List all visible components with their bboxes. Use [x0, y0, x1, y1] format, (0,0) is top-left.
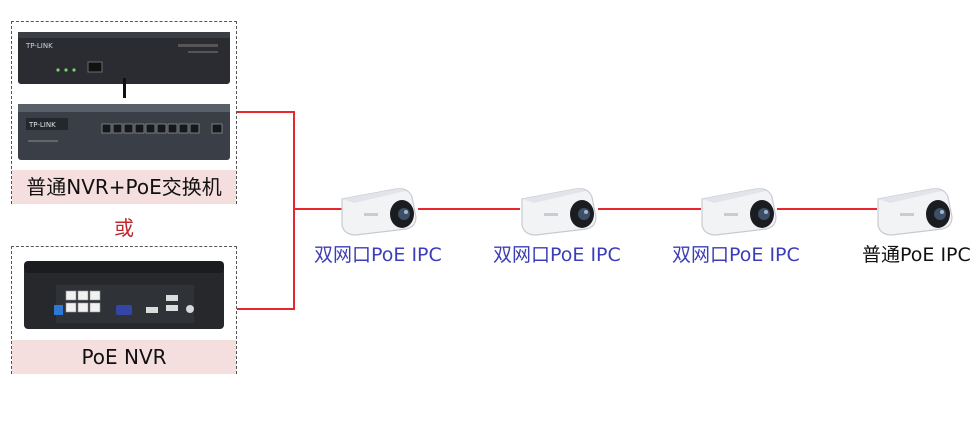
camera-label-2: 双网口PoE IPC [493, 244, 621, 266]
nvr-switch-connector [123, 78, 126, 98]
link-camera-1-2 [418, 208, 520, 210]
link-camera-2-3 [598, 208, 701, 210]
link-vertical-bus [293, 111, 295, 310]
poe-nvr-label: PoE NVR [12, 340, 236, 374]
link-bottom-horizontal [237, 308, 295, 310]
link-camera-3-4 [777, 208, 877, 210]
poe-switch-icon: TP-LINK [18, 104, 230, 160]
bullet-camera-icon [701, 188, 777, 236]
camera-label-4: 普通PoE IPC [862, 244, 971, 266]
camera-label-1: 双网口PoE IPC [314, 244, 442, 266]
or-text: 或 [114, 216, 134, 240]
bullet-camera-icon [341, 188, 417, 236]
camera-label-3: 双网口PoE IPC [672, 244, 800, 266]
bullet-camera-icon [521, 188, 597, 236]
link-top-horizontal [237, 111, 295, 113]
poe-nvr-group: PoE NVR [11, 246, 237, 374]
nvr-switch-group: TP-LINK TP-LINK 普通NVR+PoE交换机 [11, 21, 237, 204]
nvr-device-icon: TP-LINK [18, 32, 230, 84]
bullet-camera-icon [877, 188, 953, 236]
nvr-switch-label: 普通NVR+PoE交换机 [12, 170, 236, 204]
link-to-camera-1 [293, 208, 343, 210]
poe-nvr-icon [24, 261, 224, 329]
svg-text:TP-LINK: TP-LINK [25, 42, 53, 50]
svg-text:TP-LINK: TP-LINK [28, 121, 56, 129]
